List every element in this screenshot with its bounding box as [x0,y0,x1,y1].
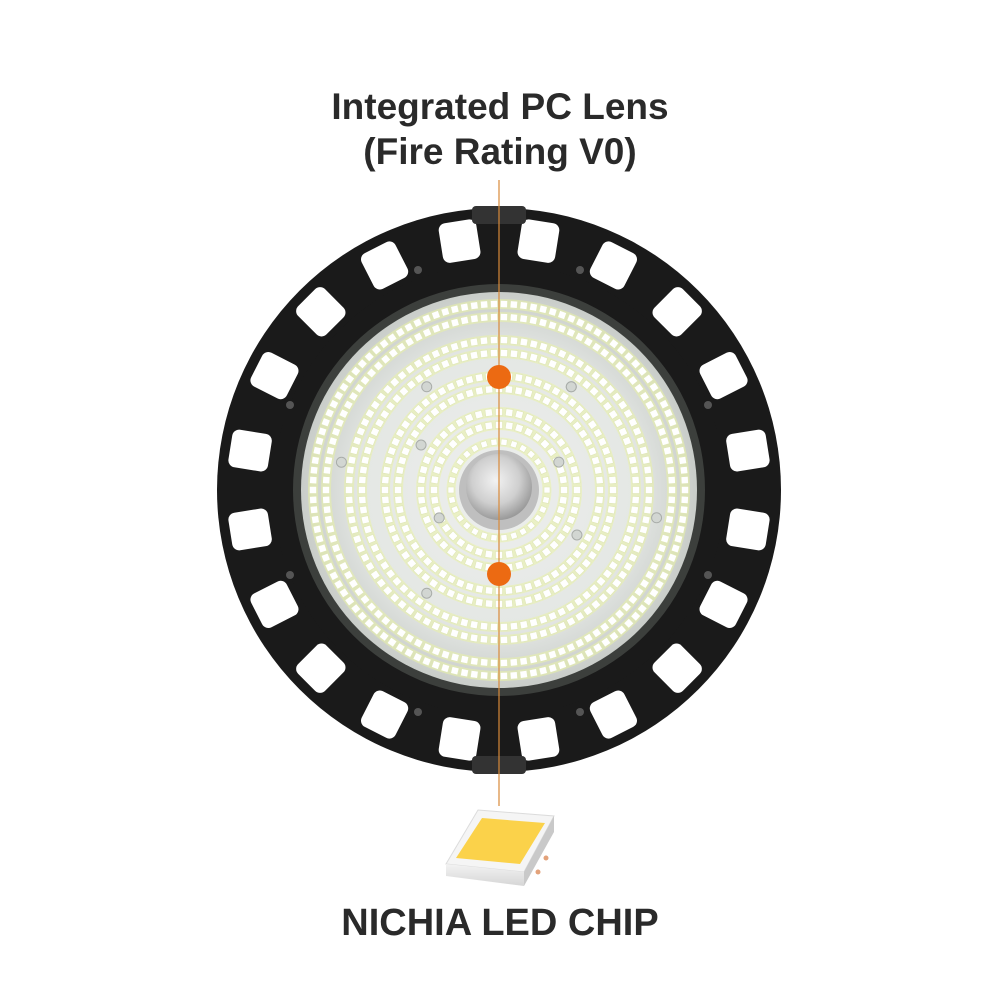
lens-callout-line2: (Fire Rating V0) [363,131,637,172]
lens-callout-line1: Integrated PC Lens [331,86,669,127]
lens-fixing-points [335,381,663,599]
chip-phosphor [456,818,545,864]
lens-callout: Integrated PC Lens (Fire Rating V0) [0,84,1000,174]
housing-screws [286,266,712,716]
chip-label: NICHIA LED CHIP [341,902,659,944]
chip-marker [487,562,511,586]
frame-slots [228,219,770,761]
led-rings [308,299,690,681]
led-chip-icon [445,809,555,886]
lens-marker [487,365,511,389]
